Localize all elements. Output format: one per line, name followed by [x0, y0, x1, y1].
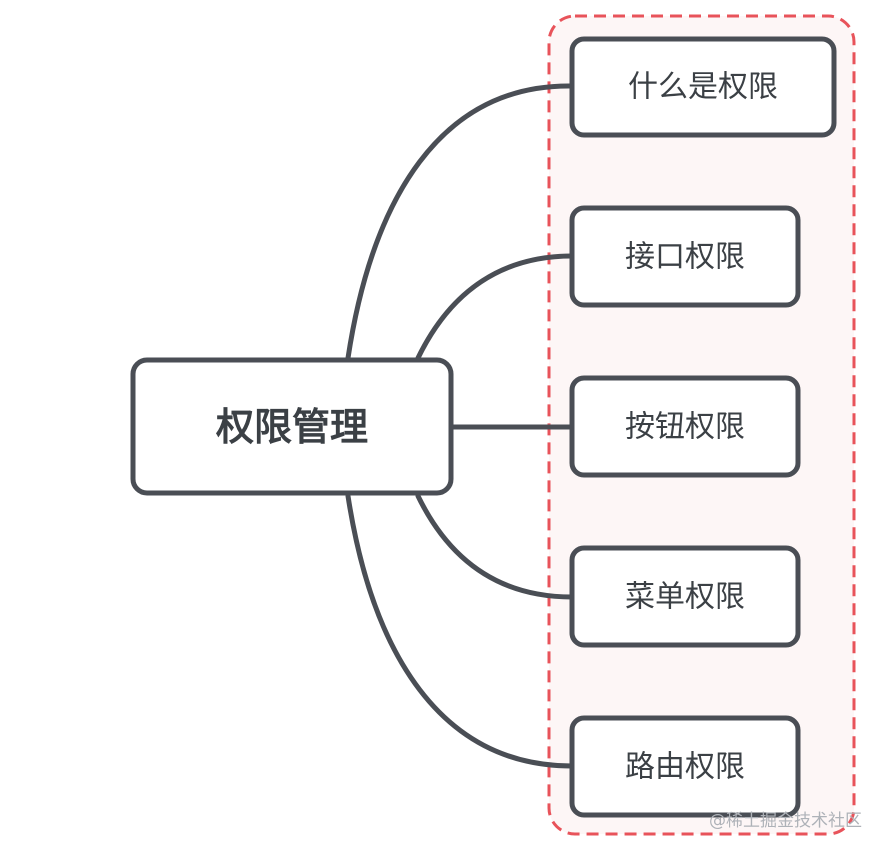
child-node-4[interactable]: 菜单权限: [569, 545, 801, 648]
connector-root-to-child-4: [415, 493, 575, 600]
root-node-box: [130, 357, 454, 496]
child-node-3-box: [569, 375, 801, 478]
child-node-3[interactable]: 按钮权限: [569, 375, 801, 478]
child-node-1[interactable]: 什么是权限: [569, 36, 837, 138]
connector-root-to-child-2: [415, 253, 575, 361]
child-node-4-box: [569, 545, 801, 648]
child-node-1-box: [569, 36, 837, 138]
child-node-2-label: 接口权限: [625, 240, 745, 275]
child-node-2-box: [569, 205, 801, 308]
child-node-5-label: 路由权限: [625, 750, 745, 785]
watermark: @稀土掘金技术社区: [709, 811, 862, 831]
child-node-4-label: 菜单权限: [625, 580, 745, 615]
root-node-label: 权限管理: [215, 405, 368, 449]
child-node-1-label: 什么是权限: [628, 70, 778, 105]
connector-root-to-child-1: [345, 83, 575, 361]
root-node[interactable]: 权限管理: [130, 357, 454, 496]
child-node-3-label: 按钮权限: [625, 410, 745, 445]
connectors: [345, 83, 575, 769]
child-node-5[interactable]: 路由权限: [569, 715, 801, 818]
connector-root-to-child-5: [345, 493, 575, 769]
child-node-5-box: [569, 715, 801, 818]
child-node-2[interactable]: 接口权限: [569, 205, 801, 308]
